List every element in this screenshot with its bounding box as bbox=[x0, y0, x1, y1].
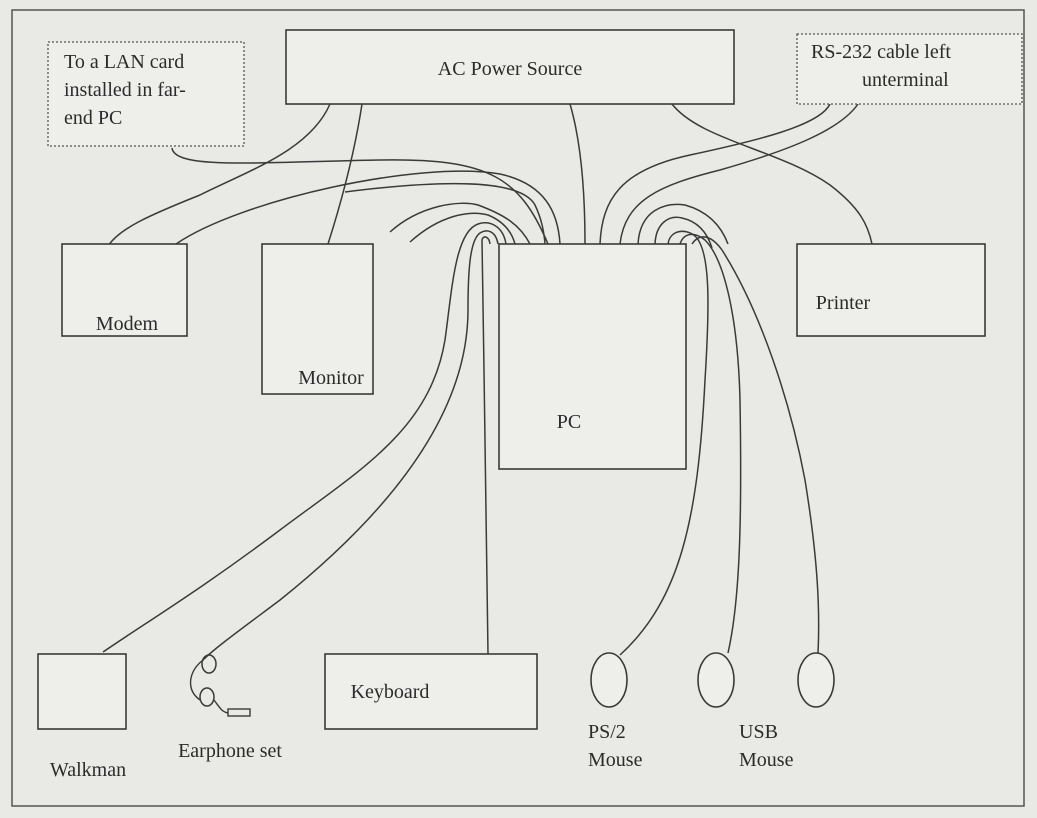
usb-mouse-label-1: USB bbox=[739, 721, 778, 743]
ps2-mouse-icon bbox=[590, 652, 628, 708]
cable-pc-rs232 bbox=[599, 103, 831, 245]
rs232-note-line-2: unterminal bbox=[862, 69, 949, 91]
earphone-label: Earphone set bbox=[178, 740, 282, 762]
earphone-icon bbox=[189, 654, 251, 717]
lan-note-line-3: end PC bbox=[64, 107, 122, 129]
rs232-note-box bbox=[796, 33, 1023, 105]
pc-label: PC bbox=[557, 411, 581, 433]
pc-box bbox=[498, 243, 687, 470]
cable-pc-loop-1 bbox=[389, 202, 531, 245]
cables bbox=[102, 103, 873, 661]
printer-label: Printer bbox=[816, 292, 871, 314]
cable-pc-loop-2 bbox=[409, 212, 516, 245]
usb-mouse-icon bbox=[697, 652, 735, 708]
third-mouse-icon bbox=[797, 652, 835, 708]
rs232-note-line-1: RS-232 cable left bbox=[811, 41, 951, 63]
ps2-mouse-label-2: Mouse bbox=[588, 749, 643, 771]
cable-lan-pc bbox=[171, 147, 549, 245]
lan-note-box bbox=[47, 41, 245, 147]
cable-pc-right-loop-1 bbox=[637, 203, 729, 245]
cable-pc-earphone bbox=[202, 230, 499, 661]
walkman-label: Walkman bbox=[50, 759, 126, 781]
cable-pc-monitor bbox=[344, 182, 546, 245]
monitor-label: Monitor bbox=[298, 367, 364, 389]
ac-power-source-label: AC Power Source bbox=[438, 58, 583, 80]
walkman-box bbox=[37, 653, 127, 730]
modem-label: Modem bbox=[96, 313, 159, 335]
diagram-frame bbox=[11, 9, 1025, 807]
cable-pc-walkman bbox=[102, 222, 507, 653]
lan-note-line-1: To a LAN card bbox=[64, 51, 184, 73]
cable-pc-third-mouse bbox=[691, 236, 820, 654]
cable-pc-keyboard bbox=[481, 236, 491, 655]
keyboard-label: Keyboard bbox=[351, 681, 430, 703]
monitor-box bbox=[261, 243, 374, 395]
cable-power-modem bbox=[107, 103, 331, 247]
cable-pc-modem bbox=[175, 170, 561, 245]
cable-pc-ps2-mouse bbox=[619, 230, 709, 656]
usb-mouse-label-2: Mouse bbox=[739, 749, 794, 771]
cable-power-printer bbox=[671, 103, 873, 245]
printer-box bbox=[796, 243, 986, 337]
cable-power-pc bbox=[569, 103, 586, 245]
ac-power-source-box bbox=[285, 29, 735, 105]
cable-pc-printer bbox=[619, 103, 859, 245]
cable-power-monitor bbox=[327, 103, 363, 245]
lan-note-line-2: installed in far- bbox=[64, 79, 186, 101]
modem-box bbox=[61, 243, 188, 337]
ps2-mouse-label-1: PS/2 bbox=[588, 721, 626, 743]
cable-pc-usb-mouse bbox=[679, 233, 742, 654]
keyboard-box bbox=[324, 653, 538, 730]
